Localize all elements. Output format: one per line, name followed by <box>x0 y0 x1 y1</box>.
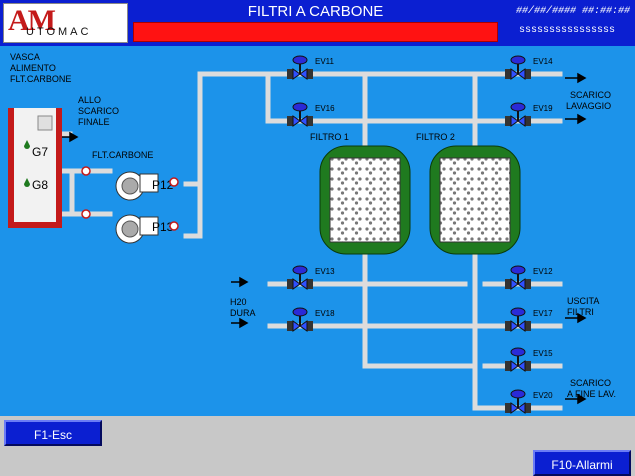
valve-label-ev17: EV17 <box>533 309 553 318</box>
pump-p12-label: P12 <box>152 178 174 192</box>
filter-2-label: FILTRO 2 <box>416 132 455 142</box>
valve-label-ev15: EV15 <box>533 349 553 358</box>
level-sensor-g8-icon <box>24 178 30 187</box>
process-diagram: G7 G8 P12 P13 <box>0 46 635 416</box>
pump-p13-label: P13 <box>152 220 174 234</box>
f1-esc-button[interactable]: F1-Esc <box>4 420 102 446</box>
filter-1-label: FILTRO 1 <box>310 132 349 142</box>
solenoid-valve-ev13[interactable]: EV13 <box>287 265 335 290</box>
solenoid-valve-ev14[interactable]: EV14 <box>505 55 553 80</box>
flow-arrows <box>60 72 587 405</box>
solenoid-valve-ev16[interactable]: EV16 <box>287 102 335 127</box>
solenoid-valve-ev18[interactable]: EV18 <box>287 307 335 332</box>
f10-alarms-button[interactable]: F10-Allarmi <box>533 450 631 476</box>
drain-label-line3: FINALE <box>78 117 110 127</box>
valve-label-ev16: EV16 <box>315 104 335 113</box>
tank-label-line2: ALIMENTO <box>10 63 56 73</box>
solenoid-valve-ev19[interactable]: EV19 <box>505 102 553 127</box>
process-svg: G7 G8 P12 P13 <box>8 52 616 414</box>
alarm-message-bar <box>133 22 498 42</box>
pump-p13[interactable] <box>115 214 159 244</box>
level-g7-label: G7 <box>32 145 48 159</box>
valve-label-ev12: EV12 <box>533 267 553 276</box>
pump-group-label: FLT.CARBONE <box>92 150 153 160</box>
solenoid-valve-ev20[interactable]: EV20 <box>505 389 553 414</box>
pump-p12[interactable] <box>115 171 159 201</box>
solenoid-valve-ev11[interactable]: EV11 <box>287 55 335 80</box>
feed-tank <box>8 108 62 228</box>
logo-sub-text: UTOMAC <box>26 26 92 38</box>
logo-main-text: AM <box>8 4 56 37</box>
level-sensor-g7-icon <box>24 140 30 149</box>
scarico-fine-line2: A FINE LAV. <box>567 389 616 399</box>
page-title: FILTRI A CARBONE <box>247 3 384 20</box>
manual-valve-icon <box>169 177 179 187</box>
valve-label-ev14: EV14 <box>533 57 553 66</box>
scarico-fine-line1: SCARICO <box>570 378 611 388</box>
solenoid-valve-ev17[interactable]: EV17 <box>505 307 553 332</box>
manual-valve-icon <box>169 221 179 231</box>
manual-valve-icon <box>81 166 91 176</box>
valve-label-ev11: EV11 <box>315 57 335 66</box>
scarico-lavaggio-line1: SCARICO <box>570 90 611 100</box>
status-text: ssssssssssssssss <box>518 25 615 36</box>
valve-label-ev13: EV13 <box>315 267 335 276</box>
tank-label-line1: VASCA <box>10 52 40 62</box>
solenoid-valve-ev12[interactable]: EV12 <box>505 265 553 290</box>
filter-1 <box>319 145 411 255</box>
valve-label-ev20: EV20 <box>533 391 553 400</box>
drain-label-line2: SCARICO <box>78 106 119 116</box>
level-g8-label: G8 <box>32 178 48 192</box>
manual-valve-icon <box>81 209 91 219</box>
valve-label-ev19: EV19 <box>533 104 553 113</box>
uscita-label-line2: FILTRI <box>567 307 594 317</box>
scarico-lavaggio-line2: LAVAGGIO <box>566 101 611 111</box>
tank-label-line3: FLT.CARBONE <box>10 74 71 84</box>
solenoid-valve-ev15[interactable]: EV15 <box>505 347 553 372</box>
header-bar: AM UTOMAC FILTRI A CARBONE ##/##/#### ##… <box>0 0 635 46</box>
filter-2 <box>429 145 521 255</box>
drain-label-line1: ALLO <box>78 95 101 105</box>
datetime-display: ##/##/#### ##:##:## <box>515 6 630 17</box>
function-key-bar: F1-Esc F10-Allarmi <box>0 416 635 476</box>
company-logo: AM UTOMAC <box>3 3 128 43</box>
valve-label-ev18: EV18 <box>315 309 335 318</box>
h2o-label-line1: H20 <box>230 297 247 307</box>
uscita-label-line1: USCITA <box>567 296 599 306</box>
h2o-label-line2: DURA <box>230 308 256 318</box>
